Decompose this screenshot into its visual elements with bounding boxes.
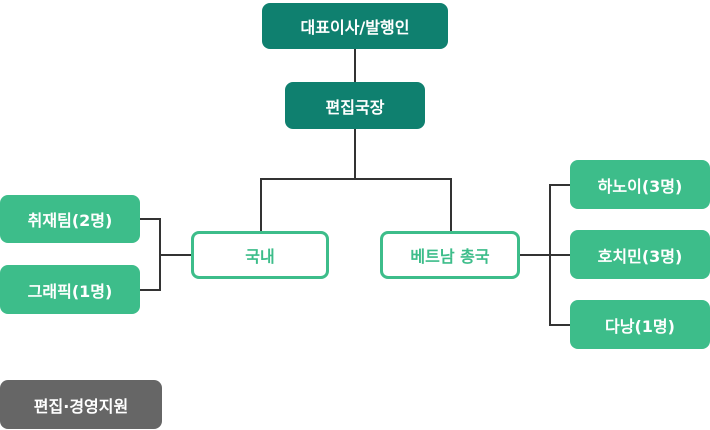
node-hochiminh: 호치민(3명): [570, 230, 710, 279]
connector: [354, 49, 356, 82]
node-vietnam-bureau: 베트남 총국: [380, 231, 520, 279]
node-reporting-team: 취재팀(2명): [0, 195, 140, 243]
connector: [549, 324, 570, 326]
node-graphics: 그래픽(1명): [0, 265, 140, 314]
connector: [140, 289, 161, 291]
node-ceo: 대표이사/발행인: [262, 3, 448, 49]
connector: [450, 178, 452, 232]
node-support: 편집·경영지원: [0, 380, 162, 429]
connector: [159, 254, 191, 256]
node-editor-in-chief: 편집국장: [285, 82, 425, 129]
connector: [354, 129, 356, 179]
connector: [549, 254, 570, 256]
node-danang: 다낭(1명): [570, 300, 710, 349]
connector: [260, 178, 262, 232]
connector: [520, 254, 551, 256]
connector: [260, 178, 452, 180]
node-hanoi: 하노이(3명): [570, 160, 710, 209]
connector: [549, 184, 570, 186]
connector: [140, 218, 161, 220]
node-domestic: 국내: [191, 231, 329, 279]
